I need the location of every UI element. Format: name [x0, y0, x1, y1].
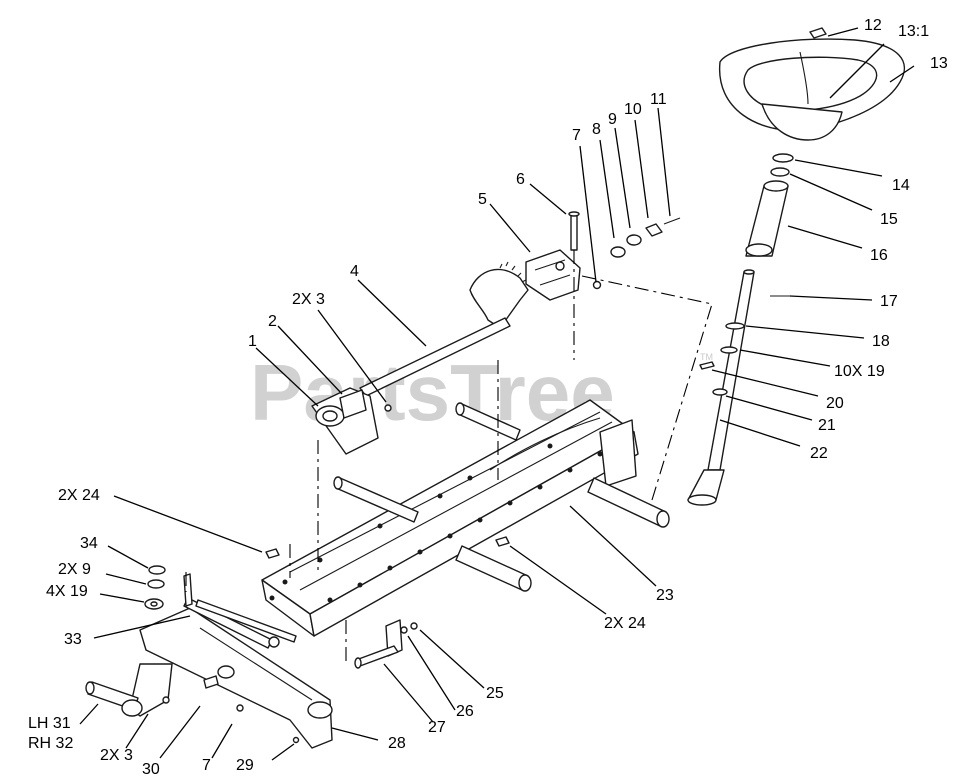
nut-7-top [592, 280, 602, 290]
cross-tubes [333, 402, 670, 592]
callout-13: 13 [930, 55, 948, 72]
washer-9-top [626, 234, 642, 246]
callout-30: 30 [142, 761, 160, 778]
callout-28: 28 [388, 735, 406, 752]
nut-24-center [495, 536, 510, 547]
callout-17: 17 [880, 293, 898, 310]
callout-19-axle: 4X 19 [46, 583, 88, 600]
nut-7-lower [236, 704, 244, 712]
callout-13-ratio: 13:1 [898, 23, 929, 40]
callout-8: 8 [592, 121, 601, 138]
clip-30 [203, 675, 219, 689]
steering-gear-bracket [525, 249, 581, 301]
callout-15: 15 [880, 211, 898, 228]
frame-rail [261, 399, 639, 637]
nut-24-left [265, 548, 280, 559]
callout-9-upper: 9 [608, 111, 617, 128]
cotter-pin-11 [663, 217, 681, 225]
callout-24-left: 2X 24 [58, 487, 100, 504]
pivot-bracket [311, 387, 392, 455]
steering-wheel [719, 27, 905, 141]
callout-7-lower: 7 [202, 757, 211, 774]
callout-33: 33 [64, 631, 82, 648]
washer-14 [772, 153, 794, 163]
bushing-8 [610, 246, 626, 258]
callout-22: 22 [810, 445, 828, 462]
callout-7-upper: 7 [572, 127, 581, 144]
callout-29: 29 [236, 757, 254, 774]
bolt-6 [568, 211, 580, 251]
callout-14: 14 [892, 177, 910, 194]
column-sleeve [745, 180, 789, 257]
callout-12: 12 [864, 17, 882, 34]
callout-16: 16 [870, 247, 888, 264]
callout-9-axle: 2X 9 [58, 561, 91, 578]
callout-19: 10X 19 [834, 363, 885, 380]
callout-24-center: 2X 24 [604, 615, 646, 632]
callout-6: 6 [516, 171, 525, 188]
callout-26: 26 [456, 703, 474, 720]
nut-10 [645, 223, 663, 237]
leader-lines [79, 27, 915, 761]
callout-25: 25 [486, 685, 504, 702]
callout-34: 34 [80, 535, 98, 552]
steering-shaft [687, 269, 790, 506]
callout-23: 23 [656, 587, 674, 604]
watermark-trademark: TM [700, 352, 713, 362]
callout-3-lower: 2X 3 [100, 747, 133, 764]
callout-1: 1 [248, 333, 257, 350]
callout-21: 21 [818, 417, 836, 434]
fitting-29 [292, 736, 300, 744]
callout-4: 4 [350, 263, 359, 280]
callout-labels: 12 13:1 13 14 15 16 17 18 10X 19 20 21 2… [28, 17, 948, 778]
callout-27: 27 [428, 719, 446, 736]
callout-2: 2 [268, 313, 277, 330]
steering-gear-sector [469, 261, 529, 329]
callout-10: 10 [624, 101, 642, 118]
callout-31: LH 31 [28, 715, 71, 732]
lower-pivot-bracket [354, 619, 418, 669]
spindle [85, 663, 173, 717]
nut-3-lower [162, 696, 170, 704]
nut-15 [770, 167, 790, 177]
axle-pivot-hardware [144, 565, 193, 610]
callout-3-upper: 2X 3 [292, 291, 325, 308]
tie-rod [183, 597, 297, 649]
wheel-cap [809, 27, 827, 39]
front-axle [139, 607, 333, 749]
callout-5: 5 [478, 191, 487, 208]
callout-32: RH 32 [28, 735, 73, 752]
callout-11: 11 [650, 91, 667, 108]
callout-18: 18 [872, 333, 890, 350]
callout-20: 20 [826, 395, 844, 412]
